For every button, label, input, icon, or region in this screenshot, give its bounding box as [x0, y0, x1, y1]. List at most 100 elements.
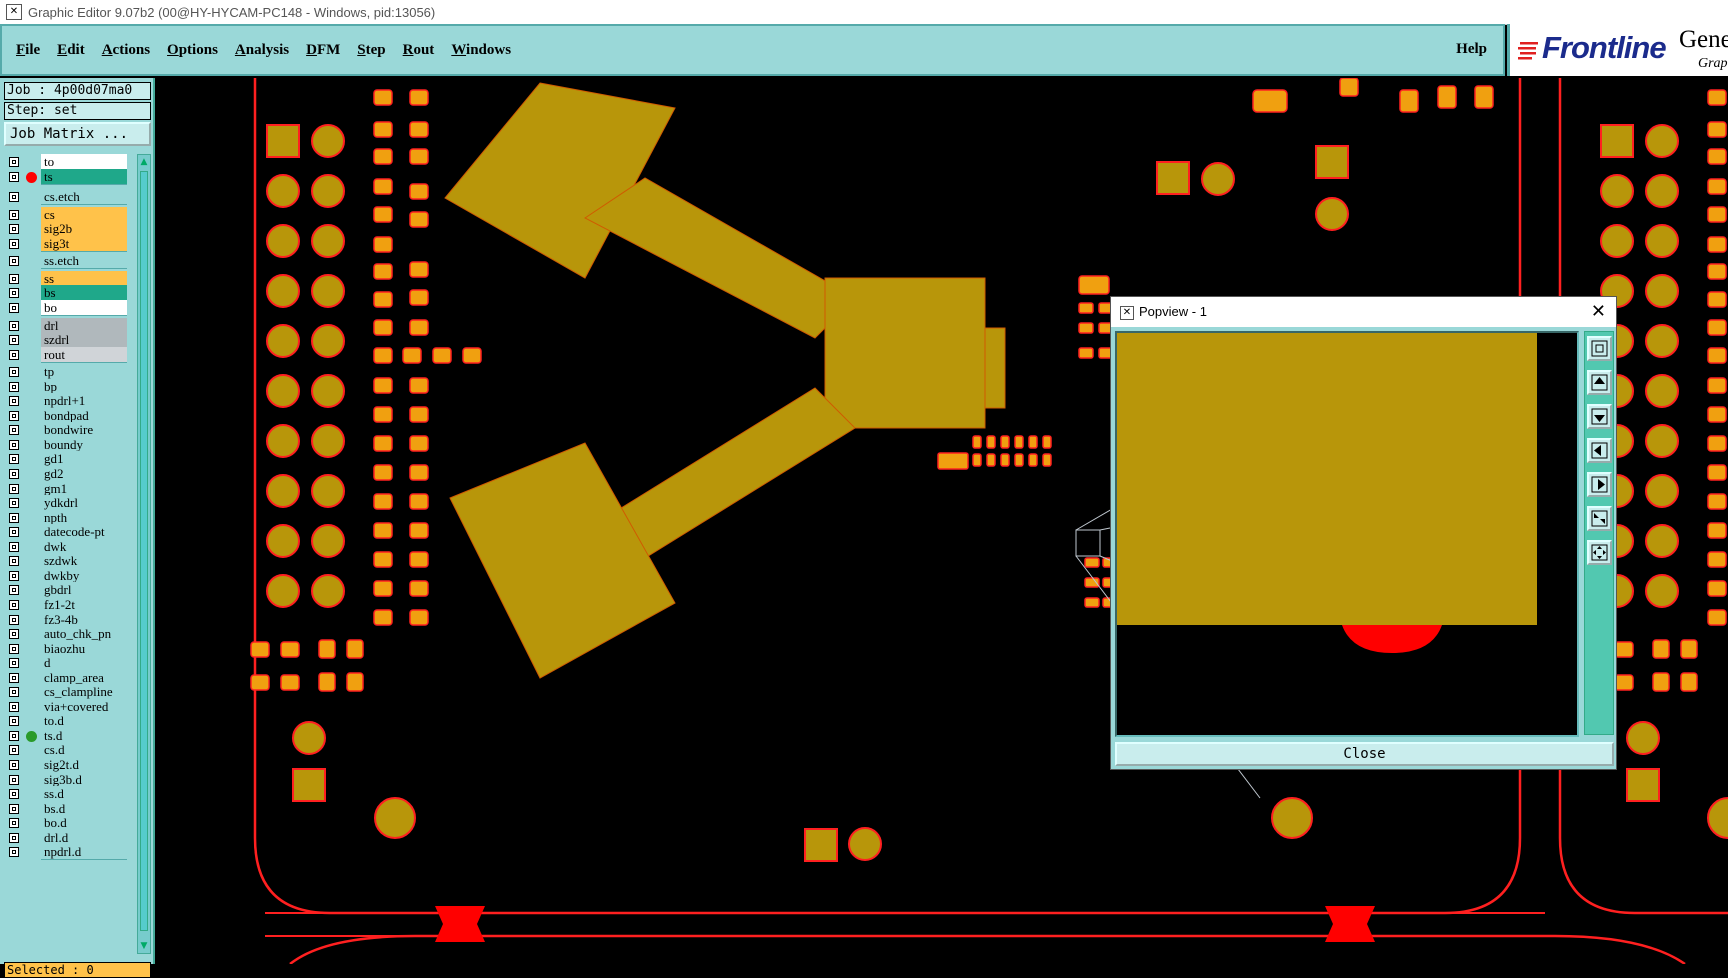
close-icon[interactable]: ✕	[1590, 301, 1606, 322]
menu-rout[interactable]: Rout	[402, 41, 435, 58]
layer-name[interactable]: via+covered	[41, 698, 127, 715]
layer-name[interactable]: sig3b.d	[41, 771, 127, 788]
layer-checkbox[interactable]	[9, 527, 19, 538]
layer-name[interactable]: to.d	[41, 713, 127, 730]
layer-checkbox[interactable]	[9, 157, 19, 167]
layer-checkbox[interactable]	[9, 716, 19, 727]
layer-name[interactable]: ts	[41, 168, 127, 185]
layer-checkbox[interactable]	[9, 381, 19, 392]
menu-help[interactable]: Help	[1456, 41, 1487, 57]
layer-checkbox[interactable]	[9, 687, 19, 698]
layer-checkbox[interactable]	[9, 701, 19, 712]
scroll-down-icon[interactable]: ▼	[140, 941, 148, 951]
layer-name[interactable]: sig3t	[41, 235, 127, 252]
scroll-thumb[interactable]	[140, 171, 148, 931]
layer-row[interactable]: to.d	[4, 713, 128, 730]
menu-actions[interactable]: Actions	[101, 41, 151, 58]
layer-name[interactable]: szdrl	[41, 332, 127, 349]
layer-checkbox[interactable]	[9, 425, 19, 436]
layer-checkbox[interactable]	[9, 483, 19, 494]
menu-options[interactable]: Options	[167, 41, 218, 58]
layer-row[interactable]: bondwire	[4, 422, 128, 439]
layer-checkbox[interactable]	[9, 599, 19, 610]
menu-file[interactable]: File	[16, 41, 41, 58]
menu-edit[interactable]: Edit	[57, 41, 85, 58]
layer-name[interactable]: npdrl+1	[41, 393, 127, 410]
layer-checkbox[interactable]	[9, 541, 19, 552]
layer-row[interactable]: via+covered	[4, 698, 128, 715]
layer-row[interactable]: dwk	[4, 538, 128, 555]
layer-checkbox[interactable]	[9, 847, 19, 858]
layer-row[interactable]: szdwk	[4, 553, 128, 570]
layer-checkbox[interactable]	[9, 658, 19, 669]
layer-name[interactable]: bo	[41, 299, 127, 316]
layer-checkbox[interactable]	[9, 454, 19, 465]
layer-row[interactable]: rout	[4, 346, 128, 363]
layer-checkbox[interactable]	[9, 556, 19, 567]
layer-row[interactable]: sig3t	[4, 235, 128, 252]
pan-down-icon[interactable]	[1587, 404, 1612, 429]
layer-name[interactable]: fz3-4b	[41, 611, 127, 628]
popview-titlebar[interactable]: ✕ Popview - 1 ✕	[1111, 297, 1616, 327]
layer-checkbox[interactable]	[9, 789, 19, 800]
layer-name[interactable]: npdrl.d	[41, 844, 127, 861]
layer-checkbox[interactable]	[9, 335, 19, 346]
layer-name[interactable]: rout	[41, 346, 127, 363]
layer-checkbox[interactable]	[9, 439, 19, 450]
layer-checkbox[interactable]	[9, 302, 19, 313]
layer-row[interactable]: fz1-2t	[4, 596, 128, 613]
layer-checkbox[interactable]	[9, 320, 19, 331]
layer-checkbox[interactable]	[9, 585, 19, 596]
layer-name[interactable]: bondwire	[41, 422, 127, 439]
layer-checkbox[interactable]	[9, 256, 19, 267]
layer-checkbox[interactable]	[9, 171, 19, 182]
layer-row[interactable]: fz3-4b	[4, 611, 128, 628]
layer-row[interactable]: ts	[4, 168, 128, 185]
layer-name[interactable]: ss.etch	[41, 253, 127, 270]
pan-up-icon[interactable]	[1587, 370, 1612, 395]
layer-checkbox[interactable]	[9, 803, 19, 814]
layer-name[interactable]: szdwk	[41, 553, 127, 570]
layer-checkbox[interactable]	[9, 349, 19, 360]
layer-checkbox[interactable]	[9, 396, 19, 407]
layer-row[interactable]: cs_clampline	[4, 684, 128, 701]
layer-row[interactable]: bo	[4, 299, 128, 316]
layer-checkbox[interactable]	[9, 238, 19, 249]
layer-row[interactable]: szdrl	[4, 332, 128, 349]
layer-row[interactable]: cs.etch	[4, 189, 128, 206]
layer-row[interactable]: gm1	[4, 480, 128, 497]
scroll-up-icon[interactable]: ▲	[140, 157, 148, 167]
layer-checkbox[interactable]	[9, 643, 19, 654]
job-matrix-button[interactable]: Job Matrix ...	[4, 122, 151, 146]
menu-analysis[interactable]: Analysis	[234, 41, 290, 58]
popview-canvas[interactable]	[1115, 331, 1579, 737]
layer-checkbox[interactable]	[9, 832, 19, 843]
zoom-home-icon[interactable]	[1587, 506, 1612, 531]
layer-checkbox[interactable]	[9, 745, 19, 756]
layer-checkbox[interactable]	[9, 760, 19, 770]
zoom-window-icon[interactable]	[1587, 336, 1612, 361]
layer-checkbox[interactable]	[9, 629, 19, 640]
layer-row[interactable]: npdrl.d	[4, 844, 128, 861]
layer-name[interactable]: cs_clampline	[41, 684, 127, 701]
layer-checkbox[interactable]	[9, 224, 19, 235]
popview-close-button[interactable]: Close	[1115, 742, 1614, 766]
layer-row[interactable]: npdrl+1	[4, 393, 128, 410]
pan-right-icon[interactable]	[1587, 472, 1612, 497]
layer-checkbox[interactable]	[9, 672, 19, 683]
layer-checkbox[interactable]	[9, 774, 19, 785]
layer-checkbox[interactable]	[9, 469, 19, 479]
layer-checkbox[interactable]	[9, 730, 19, 741]
layer-checkbox[interactable]	[9, 614, 19, 625]
layer-checkbox[interactable]	[9, 209, 19, 220]
layer-checkbox[interactable]	[9, 288, 19, 299]
layer-checkbox[interactable]	[9, 498, 19, 509]
layer-name[interactable]: dwk	[41, 538, 127, 555]
layer-checkbox[interactable]	[9, 192, 19, 203]
menu-dfm[interactable]: DFM	[306, 41, 341, 58]
layer-scrollbar[interactable]: ▲ ▼	[137, 154, 151, 954]
pan-left-icon[interactable]	[1587, 438, 1612, 463]
layer-checkbox[interactable]	[9, 367, 19, 378]
layer-checkbox[interactable]	[9, 818, 19, 829]
layer-name[interactable]: fz1-2t	[41, 596, 127, 613]
